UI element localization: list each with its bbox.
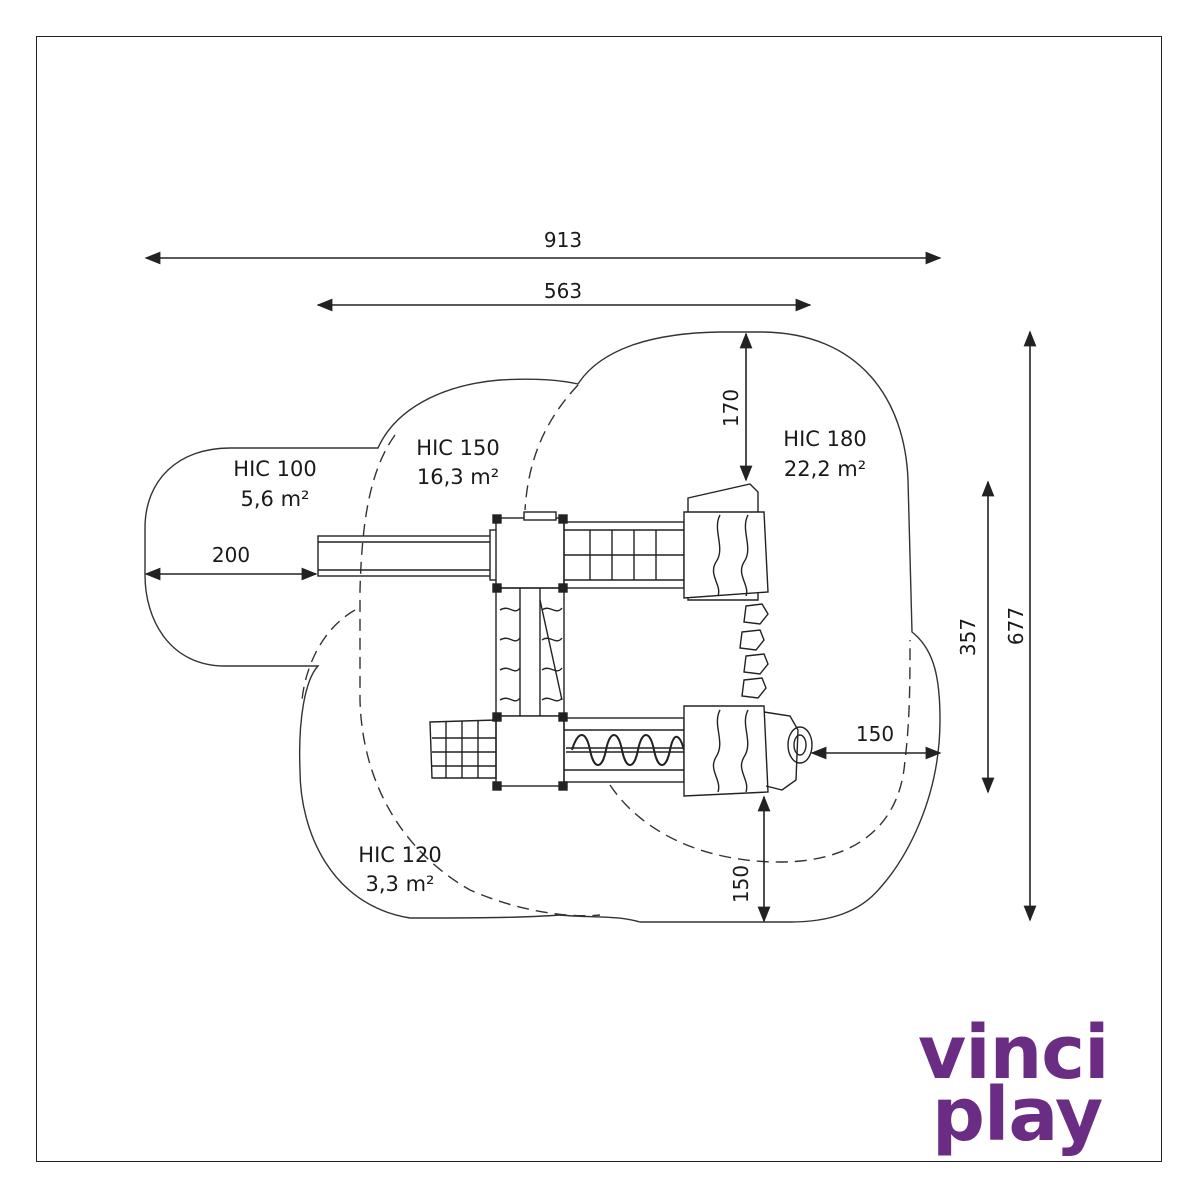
platform-top-left	[492, 511, 568, 593]
drawing-frame	[36, 36, 1162, 1162]
top-bridge	[563, 521, 685, 589]
dim-150-bottom-label: 150	[729, 865, 753, 903]
zone-hic100-area: 5,6 m²	[241, 487, 310, 511]
climbing-net	[429, 719, 497, 779]
stepping-stones	[739, 603, 769, 699]
side-panel-right	[787, 726, 813, 764]
slide	[317, 529, 505, 581]
platform-bottom-left	[492, 712, 568, 791]
hic-180-boundary	[524, 384, 911, 863]
hic-150-boundary	[359, 434, 601, 917]
zone-hic150-title: HIC 150	[416, 436, 499, 460]
zone-hic100-title: HIC 100	[233, 457, 316, 481]
roof-bottom-right	[683, 705, 799, 797]
safety-zone-outline	[144, 331, 941, 923]
dim-150-right-label: 150	[856, 722, 894, 746]
dim-200-label: 200	[212, 543, 250, 567]
zone-hic120-area: 3,3 m²	[366, 872, 435, 896]
left-vertical-bridge	[495, 587, 565, 717]
roof-top-right	[683, 483, 769, 601]
bottom-wave-bridge	[563, 717, 685, 783]
zone-hic180-area: 22,2 m²	[784, 457, 866, 481]
dim-170-label: 170	[719, 389, 743, 427]
logo-line1: vinci	[918, 1010, 1109, 1096]
dim-677-label: 677	[1004, 607, 1028, 645]
zone-hic120-title: HIC 120	[358, 843, 441, 867]
zone-hic150-area: 16,3 m²	[417, 465, 499, 489]
dim-563-label: 563	[544, 279, 582, 303]
hic-120-boundary	[301, 609, 356, 701]
playground-equipment	[317, 483, 813, 797]
logo-line2: play	[932, 1072, 1102, 1158]
zone-hic180-title: HIC 180	[783, 427, 866, 451]
dim-913-label: 913	[544, 228, 582, 252]
dim-357-label: 357	[956, 618, 980, 656]
vinciplay-logo: vinci play	[918, 1010, 1110, 1158]
